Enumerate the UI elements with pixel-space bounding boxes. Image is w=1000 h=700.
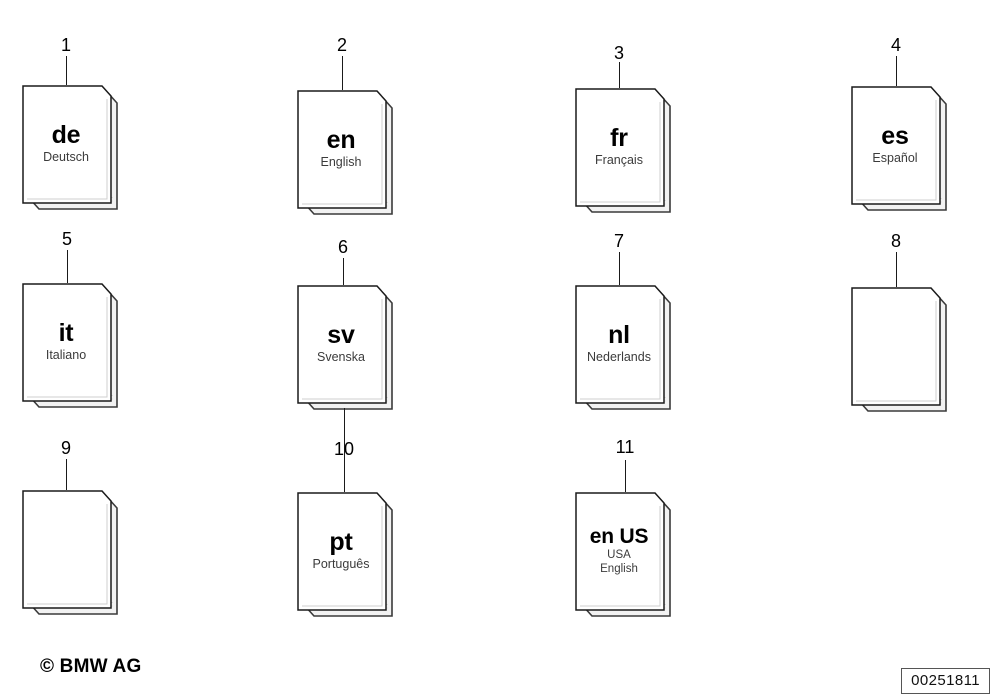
book-icon	[575, 88, 671, 216]
callout-number-10: 10	[333, 439, 355, 459]
book-icon	[851, 86, 947, 214]
book-icon	[575, 285, 671, 413]
leader-line-5	[67, 250, 68, 283]
callout-number-3: 3	[613, 43, 624, 63]
callout-number-8: 8	[890, 231, 901, 251]
book-icon	[575, 492, 671, 620]
callout-number-7: 7	[613, 231, 624, 251]
callout-number-11: 11	[615, 437, 635, 457]
callout-number-9: 9	[60, 438, 71, 458]
manual-book-9[interactable]	[22, 490, 118, 618]
callout-number-4: 4	[890, 35, 901, 55]
leader-line-11	[625, 460, 626, 492]
leader-line-3	[619, 62, 620, 88]
book-icon	[297, 90, 393, 218]
leader-line-8	[896, 252, 897, 287]
callout-number-6: 6	[337, 237, 348, 257]
leader-line-2	[342, 56, 343, 90]
book-icon	[22, 490, 118, 618]
callout-number-1: 1	[60, 35, 71, 55]
book-icon	[297, 285, 393, 413]
part-number-box: 00251811	[901, 668, 990, 694]
manual-book-8[interactable]	[851, 287, 947, 415]
leader-line-7	[619, 252, 620, 285]
callout-number-2: 2	[336, 35, 347, 55]
book-icon	[851, 287, 947, 415]
leader-line-10	[344, 408, 345, 492]
leader-line-6	[343, 258, 344, 285]
leader-line-9	[66, 459, 67, 490]
leader-line-1	[66, 56, 67, 85]
copyright-notice: © BMW AG	[40, 656, 142, 677]
book-icon	[297, 492, 393, 620]
book-icon	[22, 85, 118, 213]
leader-line-4	[896, 56, 897, 86]
callout-number-5: 5	[61, 229, 72, 249]
book-icon	[22, 283, 118, 411]
